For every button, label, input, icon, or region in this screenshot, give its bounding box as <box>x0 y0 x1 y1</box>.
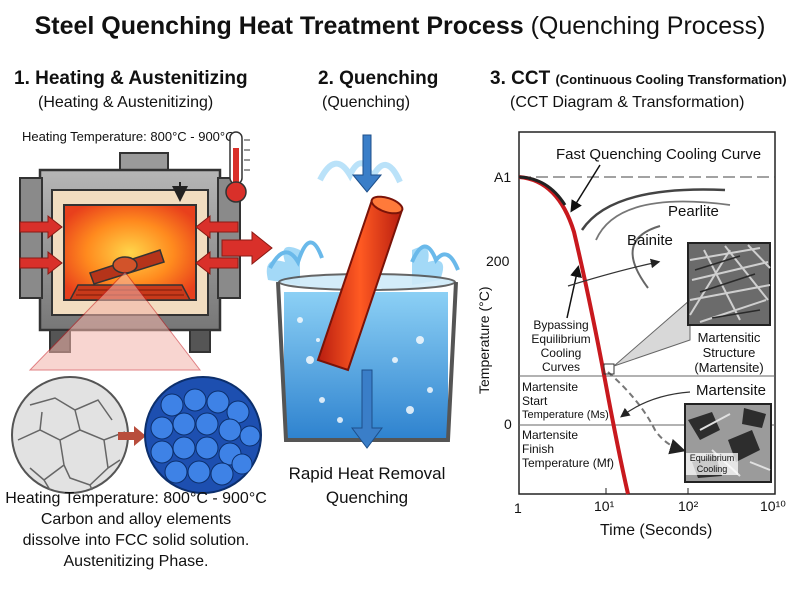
x-tick-1: 1 <box>514 500 522 516</box>
bainite-label: Bainite <box>627 232 673 249</box>
heat-removal-arrow <box>351 369 383 449</box>
austenite-fcc-structure <box>144 376 262 494</box>
panel1-caption-line1: Heating Temperature: 800°C - 900°C <box>5 490 267 507</box>
y-tick-a1: A1 <box>494 169 512 185</box>
furnace-temp-label: Heating Temperature: 800°C - 900°C <box>22 129 235 144</box>
panel1-heading: 1. Heating & Austenitizing <box>14 68 248 89</box>
x-axis-label: Time (Seconds) <box>600 522 713 539</box>
y-tick-200: 200 <box>486 253 510 269</box>
pearlite-start-curve <box>580 188 726 231</box>
transfer-arrow <box>221 230 273 266</box>
panel3-subheading: (CCT Diagram & Transformation) <box>510 94 745 111</box>
panel3-heading-main: 3. CCT <box>490 68 551 89</box>
zoom-cone <box>28 271 202 371</box>
x-tick-10: 10¹ <box>594 498 615 514</box>
pearlite-finish-curve <box>595 200 731 241</box>
ms-line3: Temperature (Ms) <box>522 409 609 421</box>
fast-quench-curve-label: Fast Quenching Cooling Curve <box>556 146 762 163</box>
x-tick-100: 10² <box>678 498 699 514</box>
panel2-caption: Rapid Heat Removal Quenching <box>280 462 454 510</box>
equil-line2: Cooling <box>696 464 728 474</box>
martensite-label: Martensite <box>696 382 767 399</box>
y-tick-0: 0 <box>504 416 512 432</box>
title-sub: (Quenching Process) <box>530 12 766 40</box>
panel2-subheading: (Quenching) <box>322 94 411 111</box>
equil-line1: Equilibrium <box>689 453 735 463</box>
martensitic-structure-label: Martensitic Structure (Martensite) <box>686 330 772 375</box>
mf-line3: Temperature (Mf) <box>522 456 615 470</box>
panel1-subheading: (Heating & Austenitizing) <box>38 94 214 111</box>
martensite-micrograph-upper <box>687 242 771 326</box>
heat-arrows-right <box>195 214 239 276</box>
quench-down-arrow <box>351 134 383 193</box>
ms-line2: Start <box>522 394 548 408</box>
panel1-caption: Heating Temperature: 800°C - 900°C Carbo… <box>0 488 272 572</box>
bypass-line4: Curves <box>541 360 580 374</box>
bypass-line3: Cooling <box>540 346 582 360</box>
initial-grain-structure <box>11 376 129 494</box>
bypass-line2: Equilibrium <box>531 332 591 346</box>
panel3-heading-paren: (Continuous Cooling Transformation) <box>555 72 787 87</box>
fast-quench-cooling-curve <box>518 175 630 495</box>
mf-line2: Finish <box>522 442 555 456</box>
title-main: Steel Quenching Heat Treatment Process <box>34 12 524 40</box>
panel2-heading: 2. Quenching <box>318 68 439 89</box>
martensitic-line1: Martensitic <box>697 330 761 345</box>
bypass-line1: Bypassing <box>533 318 589 332</box>
equilibrium-cooling-curve <box>607 371 686 455</box>
panel2-caption-line1: Rapid Heat Removal <box>288 464 446 483</box>
hot-steel-rod <box>316 195 404 372</box>
ms-label: Martensite Start Temperature (Ms) <box>522 380 609 422</box>
thermometer-icon <box>225 131 250 203</box>
bypass-label: Bypassing Equilibrium Cooling Curves <box>521 318 601 374</box>
martensitic-line2: Structure <box>702 345 756 360</box>
panel1-caption-line4: Austenitizing Phase. <box>63 553 209 570</box>
x-tick-1e10: 10¹⁰ <box>760 498 786 514</box>
page-title: Steel Quenching Heat Treatment Process (… <box>0 12 800 41</box>
pearlite-label: Pearlite <box>668 203 719 220</box>
panel2-caption-line2: Quenching <box>325 488 409 507</box>
transform-arrow <box>118 426 146 446</box>
cct-chart <box>518 131 776 495</box>
bainite-curve <box>631 225 661 289</box>
panel1-caption-line3: dissolve into FCC solid solution. <box>22 532 250 549</box>
heat-arrows-left <box>19 214 63 276</box>
panel1-caption-line2: Carbon and alloy elements <box>40 511 232 528</box>
martensitic-line3: (Martensite) <box>694 360 764 375</box>
panel3-heading: 3. CCT (Continuous Cooling Transformatio… <box>490 68 787 90</box>
mf-line1: Martensite <box>522 428 579 442</box>
y-axis-label: Temperature (°C) <box>476 286 492 394</box>
equilibrium-cooling-label: Equilibrium Cooling <box>686 453 738 475</box>
steam <box>317 160 403 186</box>
mf-label: Martensite Finish Temperature (Mf) <box>522 428 614 470</box>
ms-line1: Martensite <box>522 380 579 394</box>
